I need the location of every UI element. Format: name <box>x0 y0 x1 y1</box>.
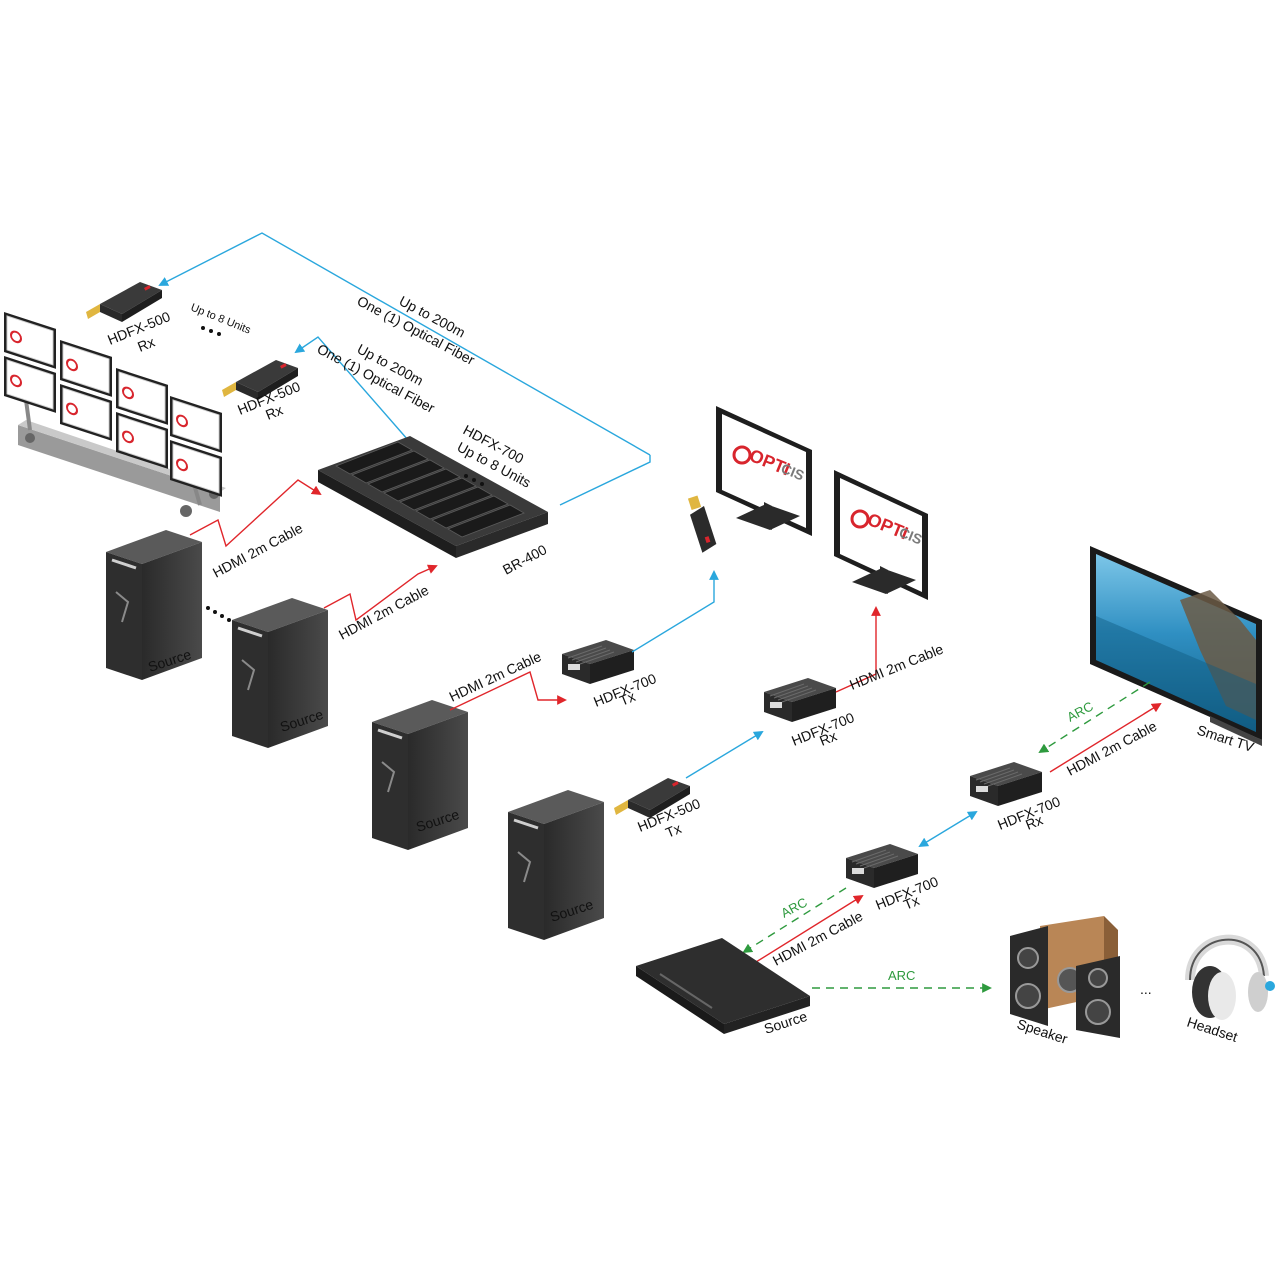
ellipsis-audio: ... <box>1140 981 1152 997</box>
ellipsis-sources <box>206 606 231 622</box>
hdmi-line-b <box>323 564 438 622</box>
speaker <box>1010 916 1120 1038</box>
arc-line-source <box>742 887 847 954</box>
label-hdfx700-tx-mid-2: Tx <box>617 688 637 709</box>
smart-tv <box>1090 546 1262 746</box>
ellipsis-rack <box>464 474 484 486</box>
fiber-line-outer <box>160 232 651 506</box>
hdmi-line-f <box>755 894 864 963</box>
label-hdmi-a: HDMI 2m Cable <box>210 520 306 581</box>
label-hdmi-b: HDMI 2m Cable <box>336 582 432 643</box>
label-hdfx700-tx-low-2: Tx <box>901 892 921 913</box>
video-wall <box>4 312 226 517</box>
fiber-line-bidirectional <box>918 810 978 848</box>
hdmi-line-a <box>189 479 322 548</box>
av-source-box <box>636 938 810 1034</box>
label-up-to-8-units-top: Up to 8 Units <box>189 302 253 337</box>
fiber-line-mid <box>631 570 719 653</box>
headset <box>1185 934 1275 1020</box>
br400-rack <box>318 436 548 558</box>
label-br400: BR-400 <box>500 541 550 578</box>
hdmi-line-d <box>835 606 881 693</box>
label-arc-speaker: ARC <box>888 968 915 983</box>
label-hdfx500-rx-mid-2: Rx <box>263 402 285 423</box>
label-arc-source: ARC <box>778 895 809 921</box>
label-hdmi-e: HDMI 2m Cable <box>1064 718 1160 779</box>
label-hdfx500-tx-2: Tx <box>663 820 683 841</box>
fiber-line-rx-mid <box>685 730 764 779</box>
label-hdmi-d: HDMI 2m Cable <box>847 641 946 693</box>
label-hdfx500-rx-top-2: Rx <box>135 334 157 355</box>
arc-line-tv <box>1038 681 1151 754</box>
monitor-2 <box>834 470 928 600</box>
label-hdfx700-rx-right-2: Rx <box>1023 812 1045 833</box>
fiber-line-inner <box>294 336 409 441</box>
hdmi-line-c <box>449 671 567 711</box>
label-headset: Headset <box>1185 1014 1240 1045</box>
monitor-1 <box>716 406 812 536</box>
hdfx700-rx-right <box>969 761 1043 807</box>
hdfx700-rx-mid <box>763 677 837 723</box>
label-hdmi-c: HDMI 2m Cable <box>447 648 544 705</box>
label-hdfx700-rx-mid-2: Rx <box>817 728 839 749</box>
hdfx500-rx-monitor <box>687 495 717 553</box>
label-arc-tv: ARC <box>1064 699 1095 725</box>
hdmi-line-e <box>1049 702 1162 773</box>
hdfx700-tx-low <box>845 843 919 889</box>
hdfx700-tx-mid <box>561 639 635 685</box>
ellipsis-top <box>201 326 221 336</box>
